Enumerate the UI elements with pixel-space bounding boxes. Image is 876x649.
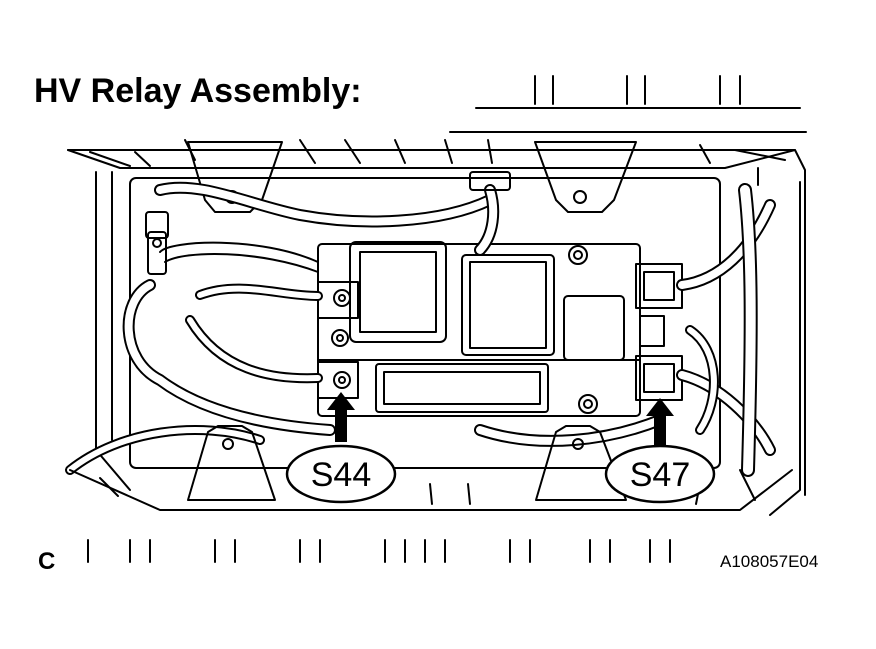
top-frame-lines — [449, 75, 807, 133]
bottom-tray — [69, 469, 793, 511]
lower-right-bracket — [535, 425, 627, 501]
arrow-s47 — [646, 398, 674, 446]
relay-base — [317, 241, 641, 417]
figure-id: A108057E04 — [720, 552, 819, 571]
callout-s44: S44 — [285, 444, 397, 504]
lower-left-bracket — [187, 425, 276, 501]
callout-s47-label: S47 — [630, 456, 691, 494]
terminal-s44-upper — [317, 281, 359, 319]
upper-right-bracket — [534, 141, 637, 213]
callout-s47: S47 — [604, 444, 716, 504]
left-connector-clip — [145, 211, 169, 275]
bottom-tick-marks — [87, 539, 671, 563]
arrow-s44 — [327, 392, 355, 442]
upper-panel — [67, 139, 806, 496]
view-letter: C — [38, 548, 56, 575]
terminal-s47-connectors — [635, 263, 683, 401]
callout-s44-label: S44 — [311, 456, 372, 494]
diagram-title: HV Relay Assembly: — [34, 72, 362, 110]
terminal-s44-lower — [317, 361, 359, 399]
cables — [65, 171, 776, 477]
